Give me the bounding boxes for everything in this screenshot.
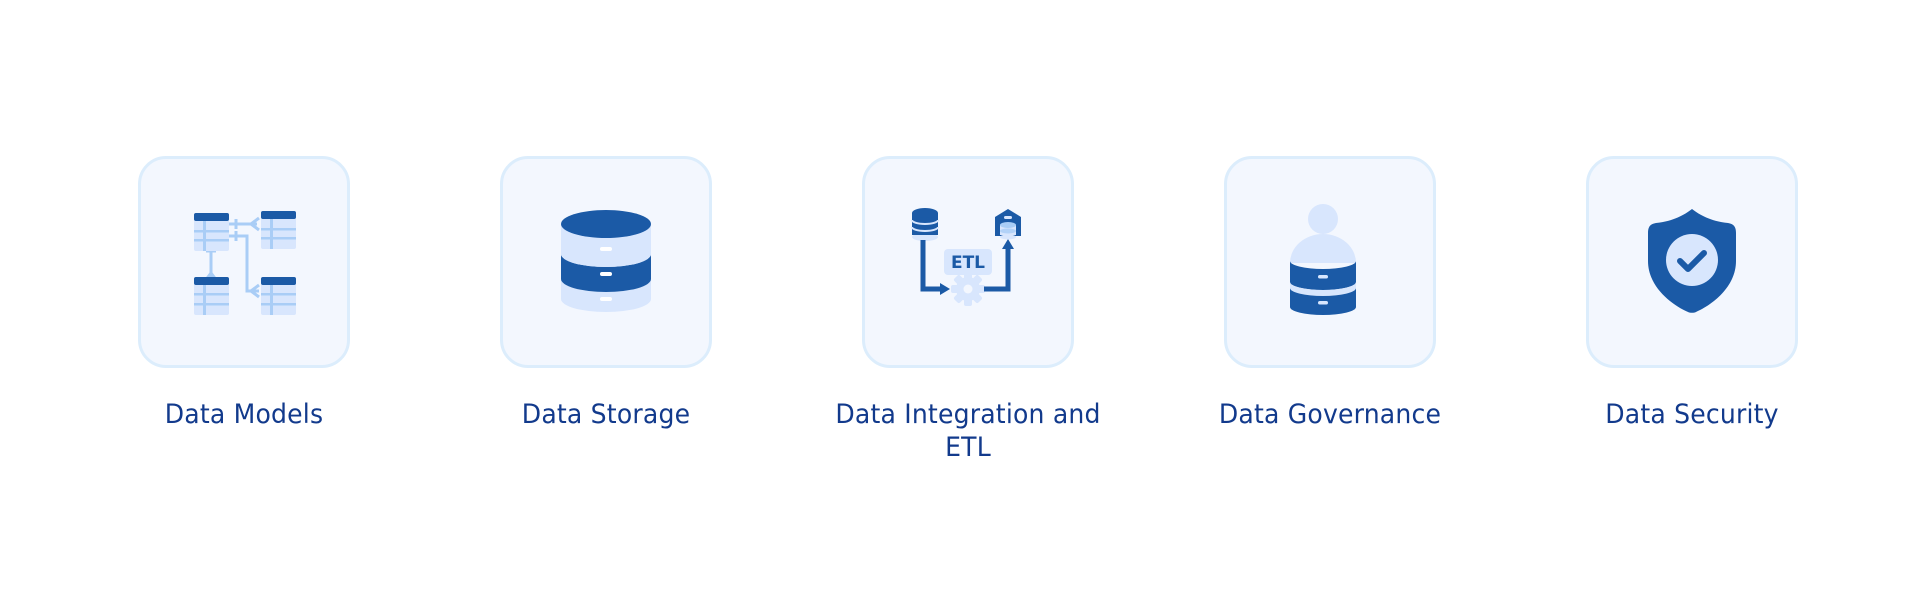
feature-data-models: Data Models: [94, 156, 394, 431]
feature-data-governance: Data Governance: [1180, 156, 1480, 431]
data-storage-card[interactable]: [500, 156, 712, 368]
feature-row: Data Models Data Storage: [0, 156, 1920, 476]
feature-data-storage: Data Storage: [456, 156, 756, 431]
data-security-card[interactable]: [1586, 156, 1798, 368]
data-models-card[interactable]: [138, 156, 350, 368]
shield-check-icon: [1648, 209, 1736, 313]
etl-badge-text: ETL: [951, 253, 985, 273]
feature-data-integration: ETL Data Integration and ETL: [818, 156, 1118, 464]
user-database-icon: [1290, 204, 1356, 315]
database-icon: [561, 210, 651, 312]
feature-data-security: Data Security: [1542, 156, 1842, 431]
feature-label: Data Security: [1605, 399, 1779, 430]
data-integration-card[interactable]: ETL: [862, 156, 1074, 368]
data-models-icon: [194, 211, 296, 315]
feature-label: Data Models: [164, 399, 324, 430]
etl-icon: ETL: [911, 208, 1021, 306]
feature-label: Data Integration and ETL: [835, 399, 1101, 463]
feature-label: Data Storage: [521, 399, 691, 430]
data-governance-card[interactable]: [1224, 156, 1436, 368]
feature-label: Data Governance: [1218, 399, 1442, 430]
